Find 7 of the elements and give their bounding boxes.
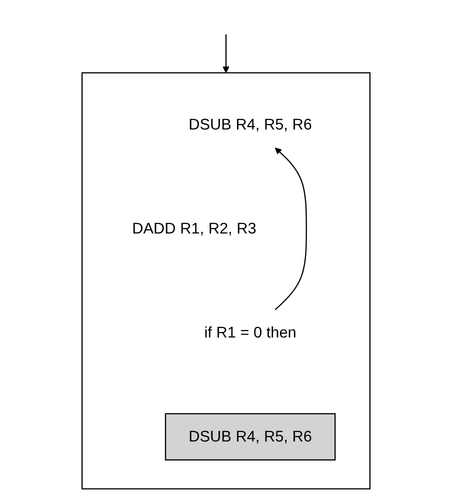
- arrow: [222, 34, 230, 73]
- node-text: DADD R1, R2, R3: [132, 220, 256, 237]
- node-text: if R1 = 0 then: [204, 324, 296, 341]
- node-box: DSUB R4, R5, R6: [164, 412, 336, 460]
- arrow: [274, 147, 307, 310]
- cluster: [81, 72, 371, 489]
- node-text: DSUB R4, R5, R6: [188, 116, 312, 133]
